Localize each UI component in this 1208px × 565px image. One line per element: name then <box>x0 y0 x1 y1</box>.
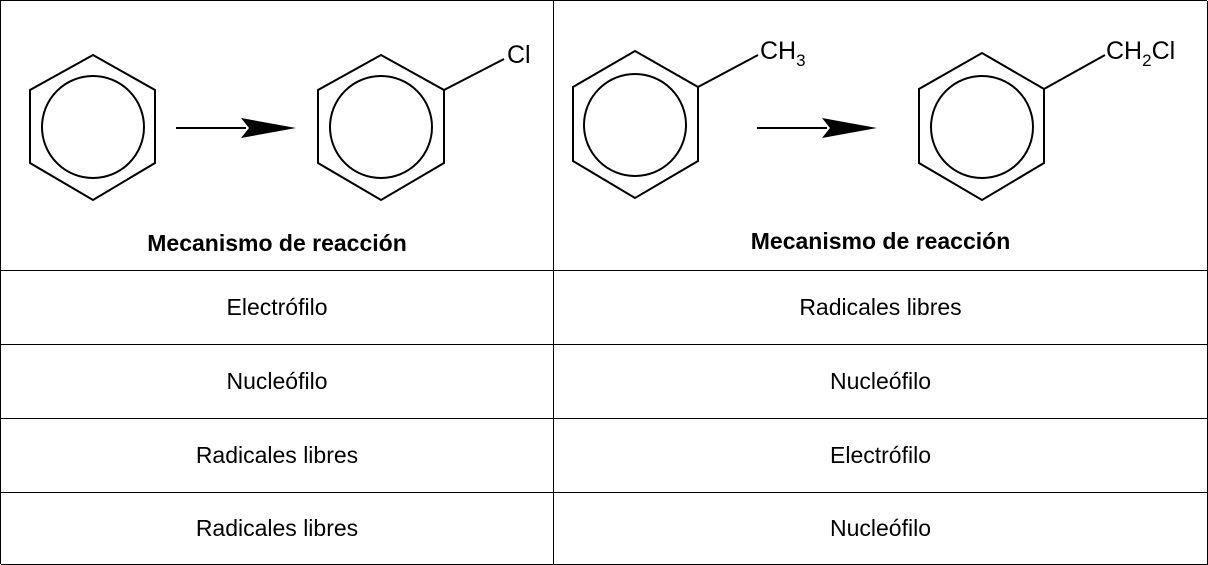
c-ch3-bond <box>697 54 759 88</box>
option-left-cell: Radicales libres <box>1 419 554 492</box>
reaction-arrow <box>176 118 296 138</box>
benzyl-chloride-ring-product <box>918 51 1106 202</box>
mechanism-label-left: Mecanismo de reacción <box>147 230 407 256</box>
option-right-cell: Radicales libres <box>554 271 1208 344</box>
c-cl-bond <box>443 58 505 91</box>
toluene-to-benzyl-chloride-scheme: CH3 CH2Cl <box>572 37 1175 202</box>
chloromethyl-substituent-label: CH2Cl <box>1106 37 1175 70</box>
table-row: Nucleófilo Nucleófilo <box>1 345 1208 419</box>
option-left-cell: Nucleófilo <box>1 345 554 418</box>
methyl-substituent-label: CH3 <box>760 37 806 70</box>
benzene-to-chlorobenzene-scheme: Cl <box>29 41 531 202</box>
table-row: Radicales libres Electrófilo <box>1 419 1208 493</box>
option-right-cell: Electrófilo <box>554 419 1208 492</box>
header-cell-toluene-chlorination: CH3 CH2Cl Mecanismo de reacción <box>554 1 1208 270</box>
header-row: Cl Mecanismo de reacción CH3 <box>1 1 1208 271</box>
mechanism-label-right: Mecanismo de reacción <box>750 228 1011 254</box>
option-left-cell: Electrófilo <box>1 271 554 344</box>
benzene-ring-reactant <box>29 53 156 202</box>
chloro-substituent-label: Cl <box>507 41 531 69</box>
c-ch2cl-bond <box>1043 54 1106 90</box>
chlorobenzene-ring-product <box>317 53 505 202</box>
table-row: Radicales libres Nucleófilo <box>1 493 1208 565</box>
toluene-ring-reactant <box>572 49 759 200</box>
table-row: Electrófilo Radicales libres <box>1 271 1208 345</box>
option-right-cell: Nucleófilo <box>554 493 1208 564</box>
header-cell-benzene-chlorination: Cl Mecanismo de reacción <box>1 1 554 270</box>
option-left-cell: Radicales libres <box>1 493 554 564</box>
reaction-arrow <box>757 118 877 138</box>
option-right-cell: Nucleófilo <box>554 345 1208 418</box>
